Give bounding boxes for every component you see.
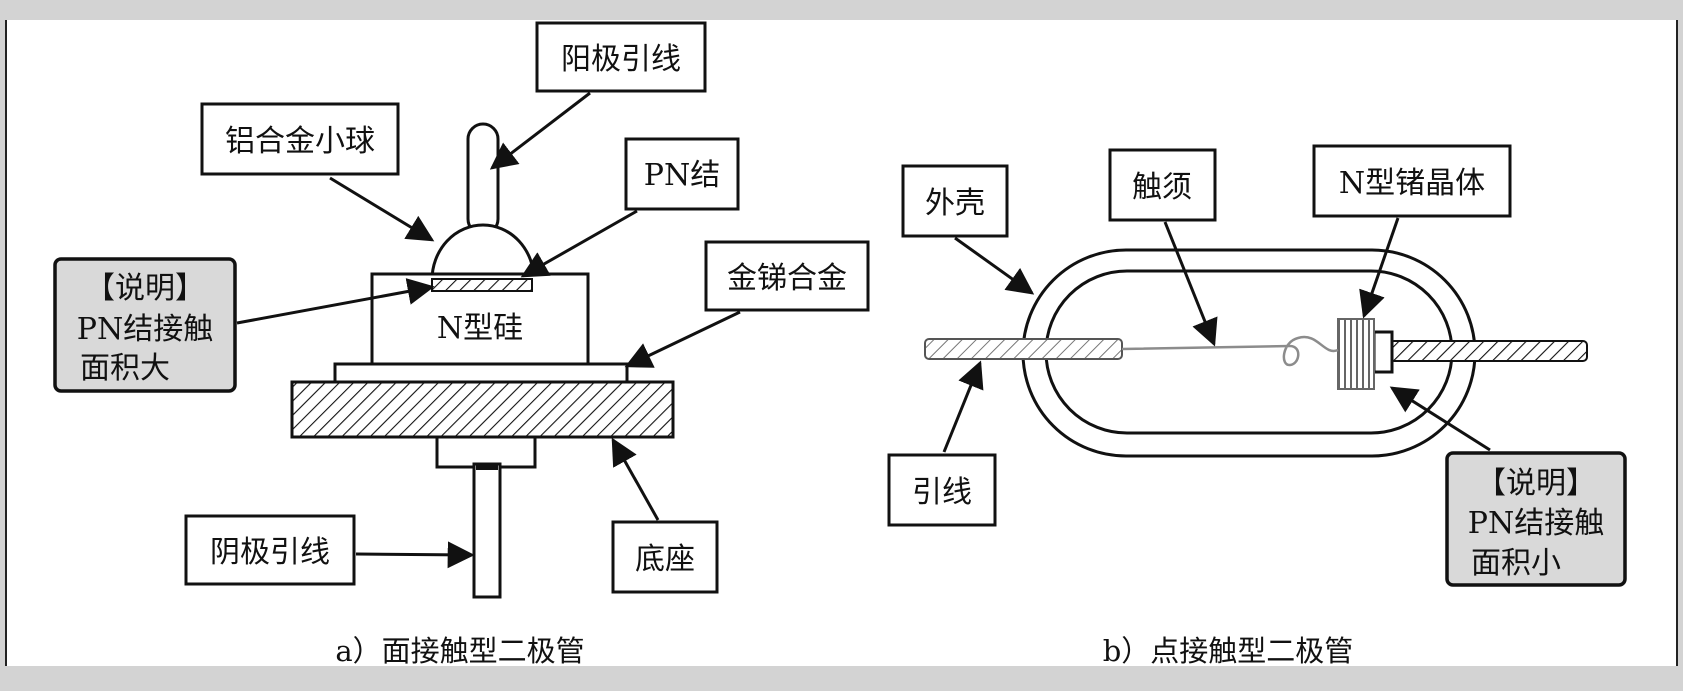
note-a-line2: 面积大: [80, 351, 170, 386]
label-pn-junction-text: PN结: [644, 158, 720, 193]
label-n-germanium-text: N型锗晶体: [1339, 166, 1485, 201]
label-anode-lead: 阳极引线: [535, 21, 707, 93]
pn-junction-strip: [431, 278, 533, 292]
label-aluminum-ball-text: 铝合金小球: [225, 124, 375, 159]
anode-lead-rod: [466, 122, 500, 236]
label-cathode-lead: 阴极引线: [184, 514, 356, 586]
arrow-shell: [954, 236, 1035, 295]
label-aluminum-ball: 铝合金小球: [200, 102, 400, 176]
cathode-lead-rod: [472, 462, 502, 599]
arrow-cathode-lead: [355, 541, 475, 569]
label-n-silicon-text: N型硅: [437, 311, 523, 346]
junction-diode-drawing: [290, 122, 675, 599]
base-stub: [435, 435, 537, 469]
note-a-title: 【说明】: [85, 271, 205, 306]
note-large-area: 【说明】 PN结接触 面积大: [53, 257, 237, 393]
right-frame-bar: [1677, 0, 1683, 691]
crystal-mount: [1372, 330, 1394, 374]
caption-b: b）点接触型二极管: [1103, 634, 1354, 668]
label-lead-text: 引线: [912, 475, 972, 510]
label-pn-junction: PN结: [624, 137, 740, 211]
bottom-frame-bar: [0, 666, 1683, 691]
left-lead-rod: [924, 338, 1123, 360]
label-whisker-text: 触须: [1132, 170, 1192, 205]
arrow-n-germanium: [1359, 217, 1400, 319]
label-shell: 外壳: [901, 164, 1009, 238]
base-plate: [290, 380, 675, 439]
caption-a: a）面接触型二极管: [335, 634, 584, 668]
label-cathode-lead-text: 阴极引线: [210, 535, 330, 570]
label-gold-antimony-text: 金锑合金: [727, 261, 847, 296]
point-contact-diode-drawing: [924, 248, 1588, 458]
arrow-gold-antimony: [624, 310, 741, 368]
arrow-lead: [942, 360, 984, 453]
label-base: 底座: [611, 520, 719, 594]
n-germanium-crystal: [1337, 318, 1375, 390]
arrow-anode-lead: [489, 91, 591, 170]
note-small-area: 【说明】 PN结接触 面积小: [1445, 451, 1627, 587]
note-b-line1: PN结接触: [1468, 506, 1604, 541]
gold-antimony-layer: [333, 362, 629, 384]
arrow-base: [611, 437, 660, 521]
label-gold-antimony: 金锑合金: [704, 240, 870, 312]
label-lead: 引线: [887, 453, 997, 527]
note-a-line1: PN结接触: [77, 312, 213, 347]
right-lead-rod: [1389, 340, 1588, 362]
arrow-note-b: [1389, 386, 1491, 452]
top-frame-bar: [0, 0, 1683, 20]
contact-whisker-wire: [1121, 335, 1339, 367]
label-anode-lead-text: 阳极引线: [561, 42, 681, 77]
arrow-pn-junction: [520, 209, 638, 278]
note-b-line2: 面积小: [1471, 546, 1561, 581]
arrow-aluminum-ball: [329, 176, 435, 242]
label-whisker: 触须: [1108, 148, 1217, 222]
arrow-whisker: [1163, 221, 1218, 347]
label-base-text: 底座: [635, 542, 695, 577]
left-frame-bar: [0, 0, 6, 691]
diagram-b-leader-arrows: [942, 217, 1491, 453]
note-b-title: 【说明】: [1476, 466, 1596, 501]
aluminum-ball-dome: [430, 223, 536, 282]
label-n-germanium: N型锗晶体: [1312, 144, 1512, 218]
label-shell-text: 外壳: [925, 186, 985, 221]
diagram-a-leader-arrows: [236, 91, 741, 569]
arrow-note-a: [236, 278, 435, 325]
